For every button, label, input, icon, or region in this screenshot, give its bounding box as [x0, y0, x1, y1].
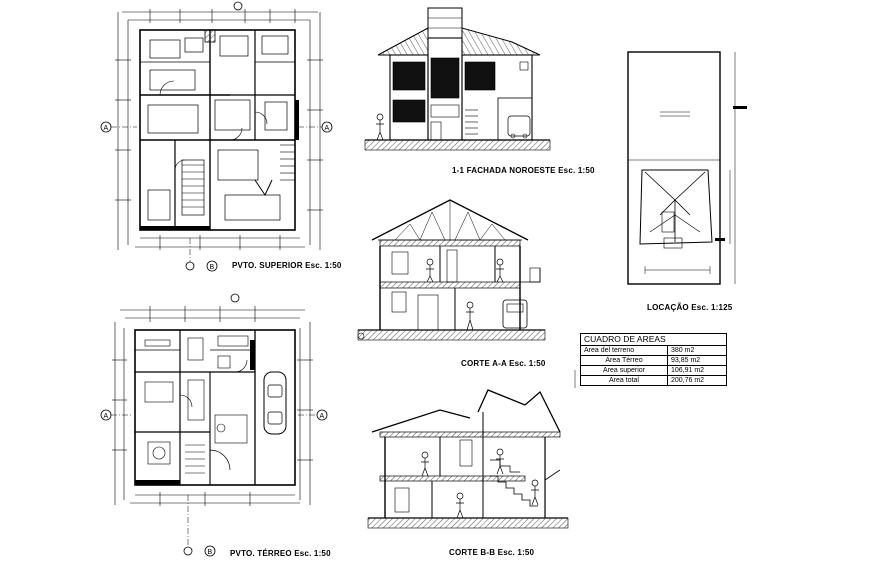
table-row: Area Térreo 93,85 m2 [580, 355, 727, 366]
facade-title: 1-1 FACHADA NOROESTE Esc. 1:50 [452, 166, 595, 175]
table-row: Area superior 106,91 m2 [580, 365, 727, 376]
upper-floor-plan [100, 1, 333, 272]
ground-floor-title: PVTO. TÉRREO Esc. 1:50 [230, 549, 331, 558]
areas-table-header-row: CUADRO DE AREAS [580, 333, 727, 346]
facade-elevation [364, 7, 551, 151]
section-b-title: CORTE B-B Esc. 1:50 [449, 548, 535, 557]
location-title: LOCAÇÃO Esc. 1:125 [647, 303, 733, 312]
section-a-title: CORTE A-A Esc. 1:50 [461, 359, 546, 368]
ground-floor-plan [100, 293, 328, 557]
axis-marker-a-ground-right: A [320, 413, 325, 420]
areas-table: CUADRO DE AREAS Area del terreno 380 m2 … [580, 333, 727, 386]
areas-table-header: CUADRO DE AREAS [580, 333, 727, 346]
grid-marker-b-upper: B [210, 264, 215, 271]
area-value: 93,85 m2 [667, 355, 727, 366]
grid-marker-b-ground: B [208, 549, 213, 556]
upper-floor-title: PVTO. SUPERIOR Esc. 1:50 [232, 261, 342, 270]
area-value: 380 m2 [667, 345, 727, 356]
section-a-a [357, 199, 546, 341]
area-label: Area del terreno [580, 345, 668, 356]
axis-marker-a-ground-left: A [104, 413, 109, 420]
area-label: Area Térreo [580, 355, 668, 366]
section-b-b [367, 389, 569, 529]
area-label: Area total [580, 375, 668, 386]
table-row: Area del terreno 380 m2 [580, 345, 727, 356]
site-location-plan [627, 51, 747, 285]
area-label: Area superior [580, 365, 668, 376]
table-row: Area total 200,76 m2 [580, 375, 727, 386]
axis-marker-a-left: A [104, 125, 109, 132]
area-value: 106,91 m2 [667, 365, 727, 376]
area-value: 200,76 m2 [667, 375, 727, 386]
axis-marker-a-right: A [325, 125, 330, 132]
